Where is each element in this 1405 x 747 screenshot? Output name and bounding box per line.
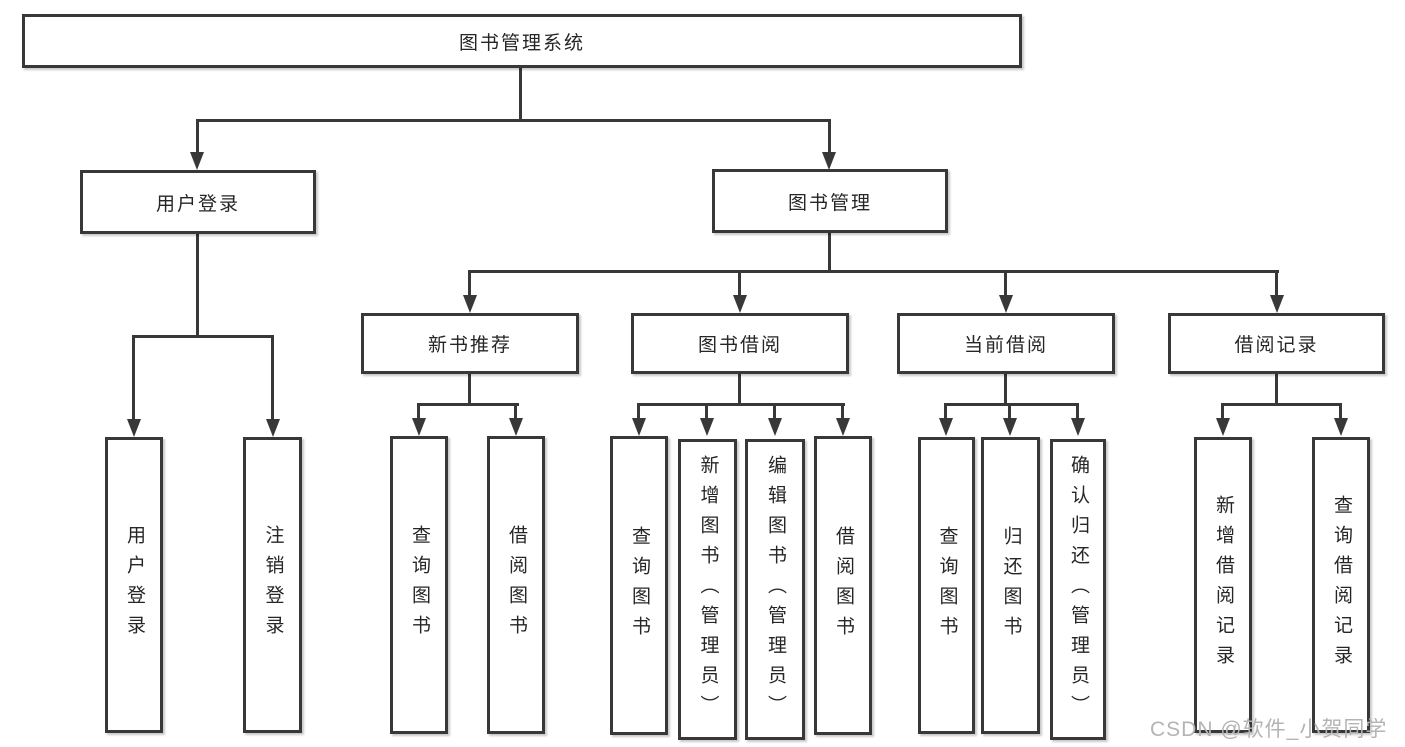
connector-line [1004, 374, 1007, 405]
leaf-user-login: 用户登录 [105, 437, 163, 733]
connector-line [1275, 374, 1278, 405]
connector-line [514, 403, 517, 418]
connector-arrowhead [939, 418, 953, 436]
connector-line [1275, 270, 1278, 295]
connector-line [1339, 403, 1342, 418]
connector-line [1221, 403, 1342, 406]
leaf-newbooks-query-books-label: 查询图书 [408, 525, 430, 645]
connector-arrowhead [733, 295, 747, 313]
connector-line [637, 403, 640, 418]
connector-line [468, 374, 471, 405]
connector-line [418, 403, 519, 406]
leaf-current-confirm-return-admin: 确认归还（管理员） [1050, 439, 1106, 740]
connector-line [132, 335, 135, 419]
connector-line [196, 234, 199, 337]
leaf-logout-login: 注销登录 [243, 437, 302, 733]
connector-arrowhead [412, 418, 426, 436]
connector-arrowhead [127, 419, 141, 437]
leaf-borrowing-add-books-admin: 新增图书（管理员） [678, 439, 737, 740]
node-book-borrowing: 图书借阅 [631, 313, 849, 374]
connector-line [133, 335, 274, 338]
leaf-newbooks-borrow-books: 借阅图书 [487, 436, 545, 734]
connector-arrowhead [822, 152, 836, 170]
connector-arrowhead [836, 418, 850, 436]
leaf-current-query-books: 查询图书 [918, 437, 975, 734]
leaf-current-return-books-label: 归还图书 [1000, 525, 1022, 646]
connector-line [196, 119, 199, 153]
node-root-label: 图书管理系统 [458, 32, 585, 54]
leaf-current-return-books: 归还图书 [981, 437, 1040, 734]
node-new-book-recommend: 新书推荐 [361, 313, 579, 374]
node-user-login-label: 用户登录 [155, 193, 240, 215]
leaf-borrowing-borrow-books-label: 借阅图书 [832, 525, 854, 646]
leaf-records-query-record-label: 查询借阅记录 [1330, 495, 1352, 675]
connector-line [637, 403, 845, 406]
leaf-logout-login-label: 注销登录 [262, 525, 284, 645]
leaf-newbooks-query-books: 查询图书 [390, 436, 448, 734]
connector-arrowhead [632, 418, 646, 436]
connector-arrowhead [999, 295, 1013, 313]
leaf-borrowing-borrow-books: 借阅图书 [814, 436, 872, 735]
connector-arrowhead [1071, 418, 1085, 436]
node-borrowing-records: 借阅记录 [1168, 313, 1385, 374]
connector-arrowhead [1003, 418, 1017, 436]
connector-arrowhead [1216, 418, 1230, 436]
leaf-records-query-record: 查询借阅记录 [1312, 437, 1370, 733]
connector-line [1004, 270, 1007, 295]
connector-line [468, 270, 471, 295]
leaf-user-login-label: 用户登录 [123, 525, 145, 645]
connector-arrowhead [1334, 418, 1348, 436]
connector-arrowhead [768, 418, 782, 436]
node-user-login: 用户登录 [80, 170, 316, 234]
node-book-management: 图书管理 [712, 169, 948, 233]
connector-arrowhead [266, 419, 280, 437]
connector-line [1076, 403, 1079, 418]
connector-arrowhead [190, 152, 204, 170]
leaf-borrowing-query-books-label: 查询图书 [628, 525, 650, 646]
node-borrowing-records-label: 借阅记录 [1234, 335, 1319, 356]
node-current-borrowing-label: 当前借阅 [963, 335, 1048, 356]
node-current-borrowing: 当前借阅 [897, 313, 1115, 374]
connector-line [1008, 403, 1011, 418]
connector-line [417, 403, 420, 418]
connector-line [841, 403, 844, 418]
leaf-current-confirm-return-admin-label: 确认归还（管理员） [1067, 454, 1089, 725]
leaf-borrowing-query-books: 查询图书 [610, 436, 668, 735]
node-root: 图书管理系统 [22, 14, 1022, 68]
leaf-records-add-record-label: 新增借阅记录 [1212, 495, 1234, 675]
connector-arrowhead [509, 418, 523, 436]
connector-line [738, 374, 741, 405]
leaf-records-add-record: 新增借阅记录 [1194, 437, 1252, 733]
connector-arrowhead [463, 295, 477, 313]
connector-line [1221, 403, 1224, 418]
leaf-newbooks-borrow-books-label: 借阅图书 [505, 525, 527, 645]
watermark: CSDN @软件_小贺同学 [1150, 718, 1388, 741]
node-book-borrowing-label: 图书借阅 [697, 335, 782, 356]
node-book-management-label: 图书管理 [787, 192, 872, 214]
connector-line [773, 403, 776, 418]
connector-line [196, 119, 831, 122]
node-new-book-recommend-label: 新书推荐 [427, 335, 512, 356]
leaf-borrowing-add-books-admin-label: 新增图书（管理员） [697, 454, 719, 725]
connector-line [828, 119, 831, 153]
connector-line [944, 403, 947, 418]
leaf-borrowing-edit-books-admin-label: 编辑图书（管理员） [764, 454, 786, 725]
leaf-borrowing-edit-books-admin: 编辑图书（管理员） [745, 439, 805, 740]
connector-line [738, 270, 741, 295]
connector-arrowhead [700, 418, 714, 436]
connector-arrowhead [1270, 295, 1284, 313]
connector-line [519, 68, 522, 120]
connector-line [828, 233, 831, 273]
connector-line [945, 403, 1079, 406]
connector-line [469, 270, 1279, 273]
connector-line [271, 335, 274, 419]
connector-line [705, 403, 708, 418]
leaf-current-query-books-label: 查询图书 [936, 525, 958, 646]
